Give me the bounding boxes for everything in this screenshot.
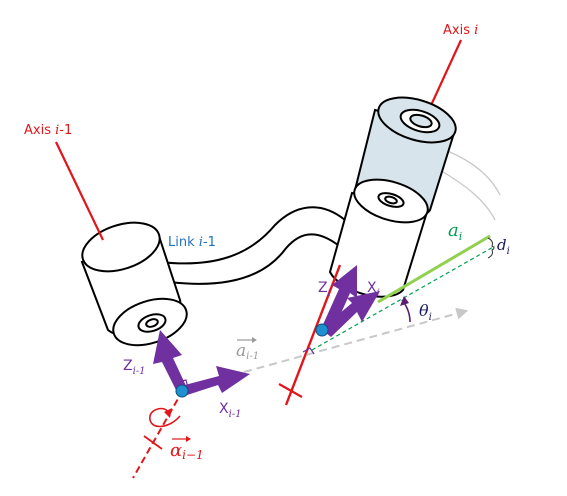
axis-im1-line-bottom — [132, 389, 184, 479]
link-label: Link i-1 — [168, 235, 216, 250]
right-angle-mark-i — [302, 347, 315, 355]
alpha-arrowhead — [164, 408, 172, 418]
z-im1-label: Zi-1 — [123, 358, 146, 377]
axis-im1-label: Axis i-1 — [24, 123, 72, 138]
a-i-segment — [377, 234, 491, 304]
frame-im1 — [153, 330, 250, 396]
x-im1-label: Xi-1 — [219, 401, 242, 420]
svg-text:αi−1: αi−1 — [170, 440, 204, 462]
next-link-outline — [439, 149, 501, 221]
axis-im1-tick — [143, 435, 163, 450]
x-i-arrow — [321, 291, 380, 337]
x-i-label: Xi — [367, 280, 380, 299]
origin-im1 — [175, 384, 189, 398]
axis-i-tick — [278, 383, 303, 398]
alpha-arc — [149, 407, 181, 428]
svg-text:ai-1: ai-1 — [236, 341, 259, 362]
x-im1-arrow — [181, 366, 250, 396]
z-i-arrow — [321, 265, 357, 329]
origin-i — [315, 323, 329, 337]
a-vec-label: ai-1 — [236, 337, 259, 362]
d-i-label: di — [497, 236, 510, 257]
axis-im1-line-top — [55, 141, 104, 241]
theta-label: θi — [419, 301, 432, 323]
common-normal-dashed — [243, 307, 469, 373]
z-im1-arrow — [153, 330, 188, 392]
d-i-brace — [487, 237, 495, 259]
alpha-vec-label: αi−1 — [170, 436, 204, 462]
axis-i-line-bottom — [284, 264, 342, 406]
a-i-label: ai — [448, 220, 462, 243]
axis-i-label: Axis i — [443, 23, 478, 38]
frame-i — [321, 265, 380, 337]
z-i-label: Zi — [318, 280, 331, 299]
theta-arrowhead — [400, 296, 409, 306]
